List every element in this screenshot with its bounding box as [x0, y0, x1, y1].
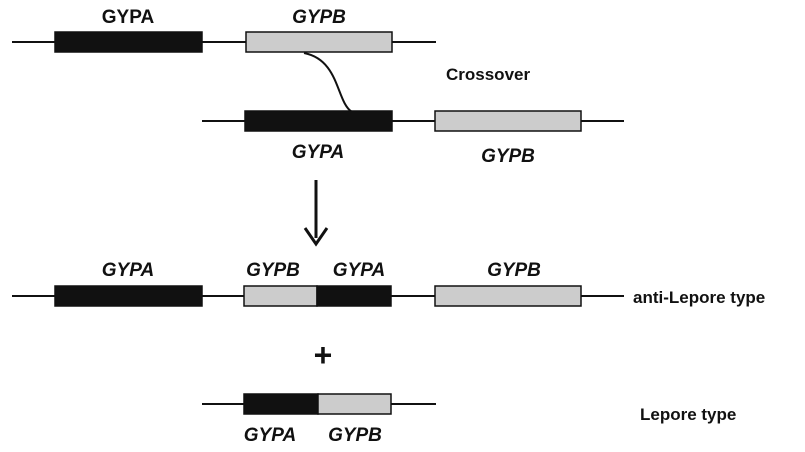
gypa-label: GYPA: [102, 7, 155, 28]
hybrid-gypb-label: GYPB: [246, 260, 300, 281]
hybrid-gypa-label: GYPA: [333, 260, 385, 281]
gypb-label: GYPB: [292, 7, 346, 28]
lepore-type-label: Lepore type: [640, 405, 736, 424]
gypa-gene-box: [54, 31, 203, 53]
anti-lepore-chromosome: GYPA GYPB GYPA GYPB anti-Lepore type: [12, 260, 765, 307]
gypb-gene-box: [245, 31, 393, 53]
gypa-label: GYPA: [244, 425, 296, 446]
plus-sign: +: [314, 337, 333, 373]
gypb-label: GYPB: [487, 260, 541, 281]
crossover-curve: [303, 52, 353, 113]
hybrid-gypb-segment: [243, 285, 318, 307]
gypa-gene-box: [54, 285, 203, 307]
gypa-label: GYPA: [102, 260, 154, 281]
anti-lepore-type-label: anti-Lepore type: [633, 288, 765, 307]
parental-chromosome-bottom: GYPA GYPB: [202, 110, 624, 167]
parental-chromosome-top: GYPA GYPB: [12, 7, 436, 53]
gypa-label: GYPA: [292, 142, 344, 163]
gypa-gene-box: [244, 110, 393, 132]
gypb-label: GYPB: [481, 146, 535, 167]
hybrid-gypa-segment: [316, 285, 392, 307]
down-arrow-icon: [303, 180, 329, 247]
gypb-label: GYPB: [328, 425, 382, 446]
gypb-gene-box: [434, 285, 582, 307]
lepore-chromosome: GYPA GYPB Lepore type: [202, 393, 736, 446]
gypb-gene-box: [434, 110, 582, 132]
hybrid-gypb-segment: [317, 393, 392, 415]
crossover-label: Crossover: [446, 65, 530, 84]
hybrid-gypa-segment: [243, 393, 319, 415]
